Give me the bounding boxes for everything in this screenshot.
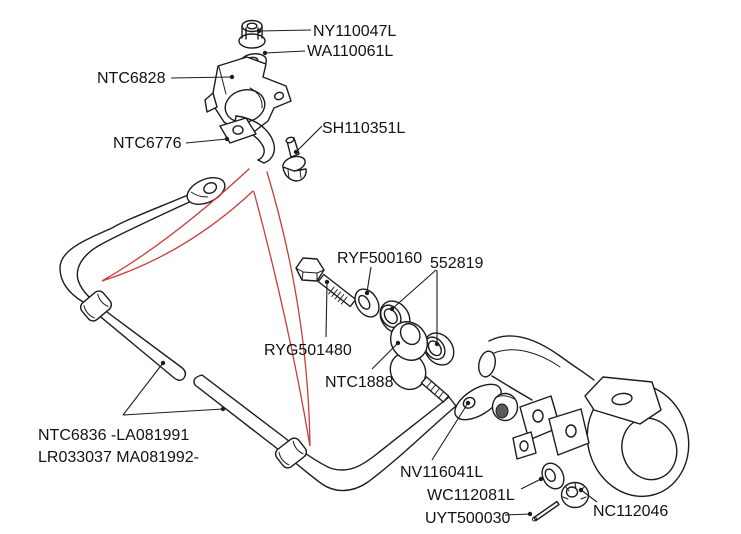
anti-roll-bar-right-segment [193,374,457,492]
label-ntc1888: NTC1888 [325,374,394,391]
axle-housing [478,335,690,498]
link-washer [354,288,380,318]
label-wa110061l: WA110061L [307,43,393,60]
clamp-strap [219,115,276,164]
label-uyt500030: UYT500030 [425,510,510,527]
leader-lines [122,28,598,517]
label-wc112081l: WC112081L [427,487,515,504]
bar-eye-right [454,383,519,422]
label-ntc6836-range: NTC6836 -LA081991 [38,427,189,444]
label-ryf500160: RYF500160 [337,250,422,267]
bar-bush-collar-right [274,437,308,469]
label-nv116041l: NV116041L [400,464,483,481]
label-lr033037-range: LR033037 MA081992- [38,449,199,466]
castle-nut [560,481,590,509]
label-nc112046: NC112046 [593,503,668,520]
part-labels: NY110047L WA110061L NTC6828 NTC6776 SH11… [38,23,668,527]
drop-link [389,321,450,403]
pivot-bush [491,392,519,422]
label-552819: 552819 [430,255,483,272]
anti-roll-bar-left-segment [59,177,226,381]
top-nut [238,19,266,49]
bar-eye-left [186,177,226,205]
highlight-line-left [101,168,254,282]
axle-washer [541,462,565,490]
link-stud [420,376,450,403]
label-ntc6828: NTC6828 [97,70,166,87]
highlight-line-right [253,171,311,447]
bar-bush-collar-left [79,290,113,322]
clamp-bolt [282,136,307,182]
label-sh110351l: SH110351L [322,120,405,137]
split-pin [532,500,560,522]
highlight-lines [101,168,311,447]
label-ny110047l: NY110047L [313,23,396,40]
label-ntc6776: NTC6776 [113,135,182,152]
label-ryg501480: RYG501480 [264,342,352,359]
